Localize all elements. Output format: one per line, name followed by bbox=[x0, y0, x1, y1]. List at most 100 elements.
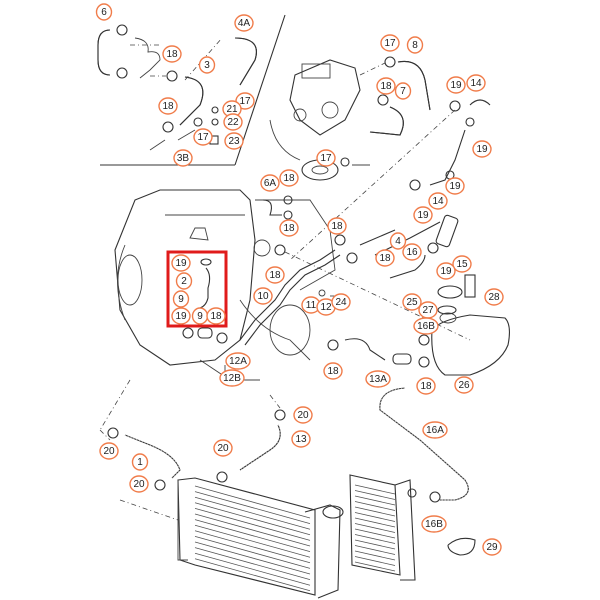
pipe-10 bbox=[239, 249, 336, 341]
callout-label: 19 bbox=[449, 181, 461, 192]
callout-19: 19 bbox=[171, 307, 191, 325]
clamp bbox=[334, 234, 346, 246]
leader bbox=[99, 429, 111, 441]
radiator-fin bbox=[354, 506, 396, 517]
radiator-fin bbox=[194, 496, 311, 530]
callout-label: 19 bbox=[175, 311, 187, 322]
hose-14-lower bbox=[429, 129, 466, 186]
radiator-fin bbox=[194, 508, 311, 541]
callout-label: 23 bbox=[228, 136, 240, 147]
callout-label: 16A bbox=[426, 425, 444, 436]
callout-label: 18 bbox=[420, 381, 432, 392]
callout-label: 11 bbox=[306, 300, 317, 311]
callout-9: 9 bbox=[191, 307, 209, 325]
callout-18: 18 bbox=[162, 45, 182, 63]
radiator-fin bbox=[194, 558, 311, 592]
callout-16: 16 bbox=[402, 243, 422, 261]
callout-2: 2 bbox=[175, 272, 193, 290]
hose-13 bbox=[239, 424, 281, 471]
hose-4 bbox=[374, 221, 441, 256]
radiator-fin bbox=[354, 484, 396, 495]
hose-7 bbox=[369, 106, 404, 136]
callout-circle bbox=[131, 453, 149, 471]
callout-16a: 16A bbox=[422, 421, 448, 439]
connector bbox=[392, 353, 412, 365]
callout-20: 20 bbox=[99, 442, 119, 460]
callout-12b: 12B bbox=[219, 369, 245, 387]
callout-label: 12B bbox=[223, 373, 241, 384]
clamp-29 bbox=[447, 537, 476, 556]
callout-circle bbox=[413, 206, 433, 224]
clamp bbox=[346, 252, 358, 264]
callout-circle bbox=[389, 232, 407, 250]
callout-circle bbox=[375, 249, 395, 267]
callout-label: 19 bbox=[476, 144, 488, 155]
hose-7-outline bbox=[369, 106, 404, 136]
callout-18: 18 bbox=[279, 169, 299, 187]
callout-14: 14 bbox=[466, 74, 486, 92]
clamp bbox=[182, 327, 194, 339]
radiator-alt-fins bbox=[354, 484, 396, 572]
callout-circle bbox=[421, 515, 447, 533]
callout-label: 21 bbox=[226, 104, 238, 115]
callout-circle bbox=[466, 74, 486, 92]
clamp bbox=[274, 409, 286, 421]
hose-6-outline bbox=[97, 29, 111, 76]
radiator-fin bbox=[194, 524, 311, 558]
radiator-fin bbox=[194, 552, 311, 586]
radiator-fin bbox=[194, 513, 311, 547]
callout-label: 20 bbox=[217, 443, 229, 454]
callout-label: 2 bbox=[181, 276, 187, 287]
part-15 bbox=[435, 214, 459, 248]
leader bbox=[99, 379, 131, 431]
callout-label: 26 bbox=[458, 380, 470, 391]
pipe bbox=[269, 119, 301, 161]
callout-label: 10 bbox=[257, 291, 269, 302]
callout-18: 18 bbox=[327, 217, 347, 235]
callout-label: 9 bbox=[197, 311, 203, 322]
callout-label: 18 bbox=[162, 101, 174, 112]
expansion-tank-26 bbox=[431, 314, 511, 376]
callout-label: 15 bbox=[456, 259, 468, 270]
callout-label: 18 bbox=[166, 49, 178, 60]
hose-13a bbox=[344, 338, 386, 361]
hose-1 bbox=[124, 434, 181, 479]
clamp bbox=[465, 117, 475, 127]
hose-texture bbox=[379, 387, 469, 501]
callout-label: 20 bbox=[103, 446, 115, 457]
callout-label: 22 bbox=[227, 117, 239, 128]
callout-circle bbox=[213, 439, 233, 457]
callout-label: 17 bbox=[320, 153, 332, 164]
radiator-tank-right bbox=[304, 504, 341, 599]
radiator-fin bbox=[194, 491, 311, 524]
radiator-fin bbox=[194, 502, 311, 536]
hose-8-outline bbox=[397, 60, 431, 111]
callout-circle bbox=[445, 177, 465, 195]
cap-25 bbox=[437, 285, 463, 299]
callout-circle bbox=[331, 293, 351, 311]
radiator-fin bbox=[354, 550, 396, 561]
hose-4a-outline bbox=[234, 37, 257, 86]
callout-label: 6A bbox=[264, 178, 277, 189]
clamp bbox=[327, 339, 339, 351]
callout-circle bbox=[323, 362, 343, 380]
callout-9: 9 bbox=[172, 290, 190, 308]
hose-2-body bbox=[199, 267, 211, 309]
hose-texture bbox=[239, 424, 281, 471]
radiator-alt-outlet bbox=[407, 488, 417, 498]
callout-label: 19 bbox=[450, 80, 462, 91]
clamp bbox=[283, 195, 293, 205]
radiator-alt-core bbox=[349, 474, 401, 576]
right-hoses bbox=[327, 214, 511, 556]
callout-circle bbox=[260, 174, 280, 192]
callout-circle bbox=[158, 97, 178, 115]
callout-4: 4 bbox=[389, 232, 407, 250]
callout-13a: 13A bbox=[365, 370, 391, 388]
radiator-fin bbox=[194, 519, 311, 552]
callout-circle bbox=[223, 113, 243, 131]
callout-3b: 3B bbox=[173, 149, 193, 167]
callout-16b: 16B bbox=[421, 515, 447, 533]
callout-circle bbox=[402, 243, 422, 261]
callout-label: 25 bbox=[406, 297, 418, 308]
leader bbox=[119, 499, 179, 521]
